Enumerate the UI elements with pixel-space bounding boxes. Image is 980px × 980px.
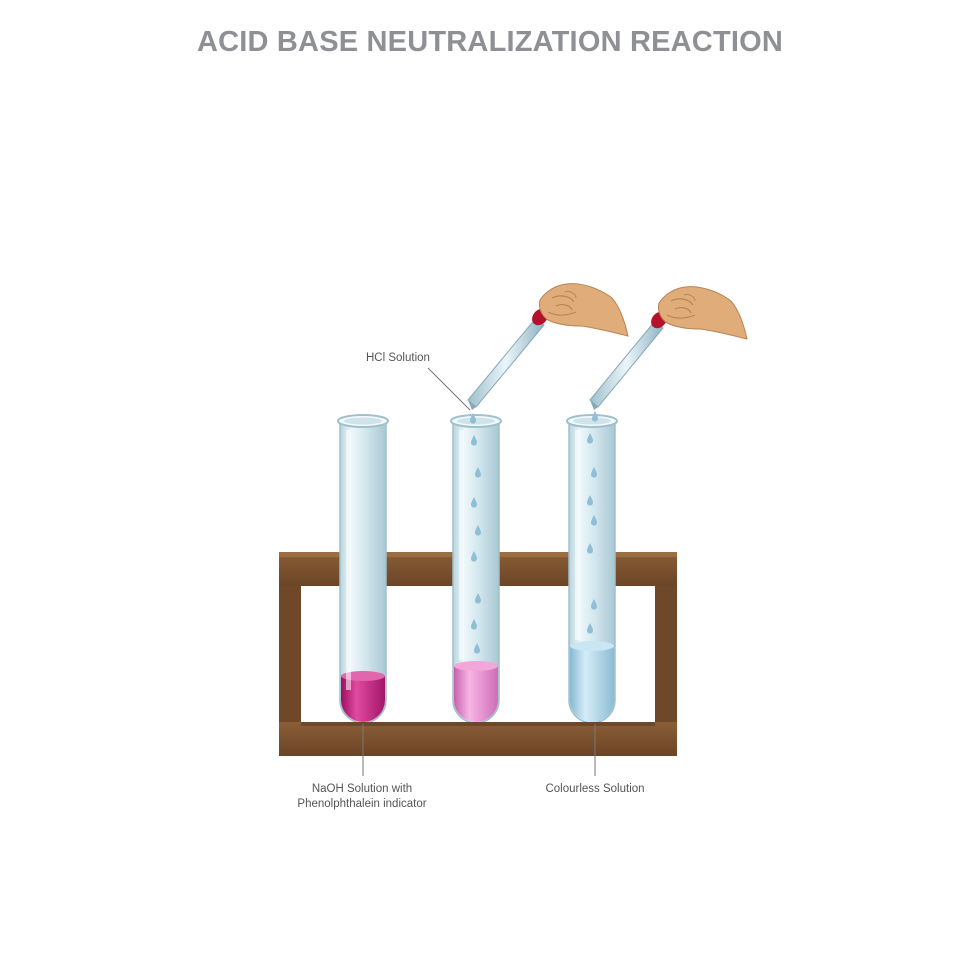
hcl-solution-label: HCl Solution	[366, 352, 430, 364]
naoh-label-line1: NaOH Solution with	[311, 783, 413, 795]
hand-icon	[539, 283, 629, 337]
hcl-leader-line	[427, 367, 471, 411]
naoh-label-line2: Phenolphthalein indicator	[297, 798, 427, 810]
rack-bottom-bar	[279, 722, 677, 756]
test-tube-colourless	[566, 414, 618, 724]
pink-liquid	[454, 666, 498, 722]
colourless-liquid	[570, 646, 614, 722]
rack-right-leg	[655, 586, 677, 756]
hand-icon	[658, 286, 748, 340]
naoh-liquid	[341, 676, 385, 722]
page-title: ACID BASE NEUTRALIZATION REACTION	[196, 26, 784, 58]
naoh-solution-label: NaOH Solution with Phenolphthalein indic…	[282, 782, 442, 812]
test-tube-mixing	[450, 414, 502, 724]
rack-left-leg	[279, 586, 301, 756]
test-tube-naoh	[337, 414, 389, 724]
colourless-solution-label: Colourless Solution	[545, 783, 645, 795]
